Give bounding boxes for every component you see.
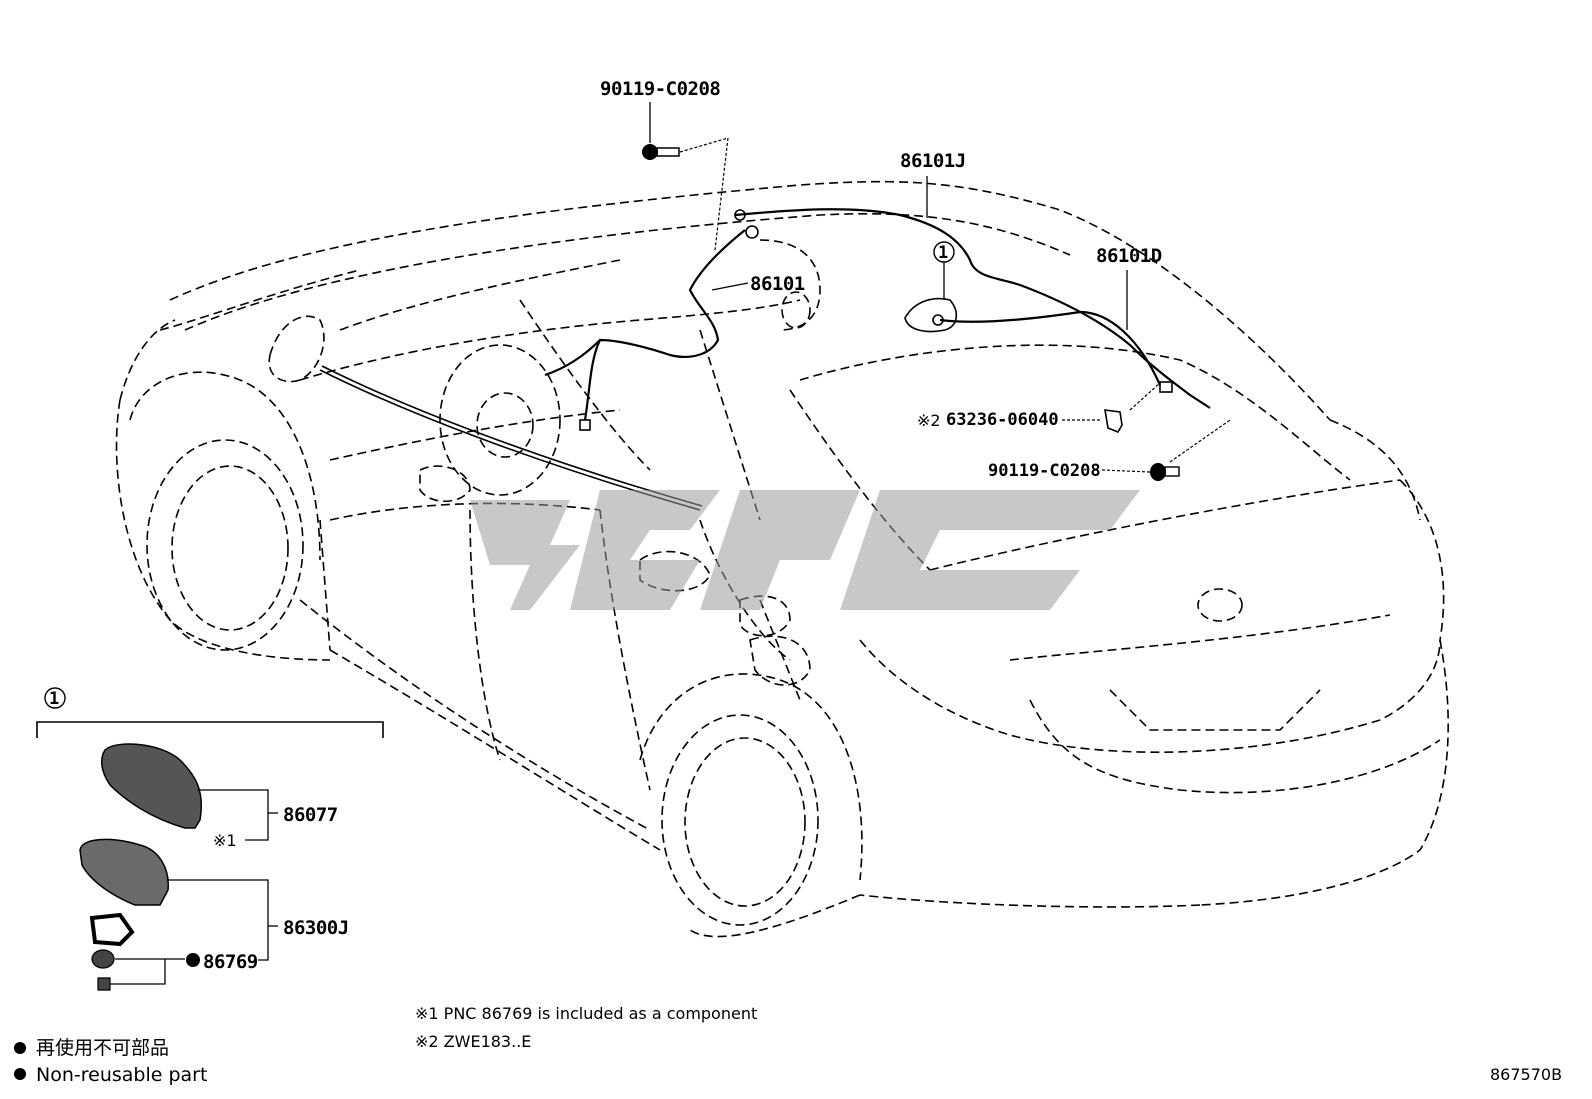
pillar-rod-inner (321, 365, 703, 507)
label-86101d: 86101D (1096, 245, 1162, 267)
antenna-cover-part (100, 743, 202, 829)
inset-group: 1 (36, 687, 384, 991)
legend-dot-jp (14, 1042, 26, 1054)
label-bolt-right: 90119-C0208 (988, 461, 1101, 481)
screw-part (97, 977, 111, 991)
note-2: ※2 ZWE183..E (415, 1032, 531, 1051)
legend-en: Non-reusable part (36, 1064, 207, 1086)
ref-circle-inset: 1 (49, 689, 59, 709)
label-clip: 63236-06040 (946, 410, 1059, 430)
wire-harness (544, 208, 1211, 431)
antenna-body-part (79, 838, 169, 906)
label-86300j: 86300J (283, 917, 349, 939)
watermark (470, 490, 1140, 610)
label-bolt-top: 90119-C0208 (600, 78, 720, 100)
label-86101: 86101 (750, 273, 805, 295)
legend-dot-en (14, 1068, 26, 1080)
label-86077: 86077 (283, 804, 338, 826)
bolt-top (642, 102, 729, 251)
clip-part (1104, 409, 1123, 434)
car-outline (115, 180, 1449, 938)
roof-antenna-base (904, 297, 958, 333)
label-86077-mark: ※1 (213, 831, 237, 850)
legend-jp: 再使用不可部品 (36, 1037, 169, 1059)
diagram-code: 867570B (1490, 1065, 1562, 1084)
ref-circle-car: 1 (938, 243, 948, 263)
nut-part (91, 949, 115, 969)
label-clip-mark: ※2 (917, 411, 941, 430)
note-1: ※1 PNC 86769 is included as a component (415, 1004, 757, 1023)
gasket-part (89, 912, 135, 947)
label-86769: 86769 (203, 951, 258, 973)
label-86101j: 86101J (900, 150, 966, 172)
